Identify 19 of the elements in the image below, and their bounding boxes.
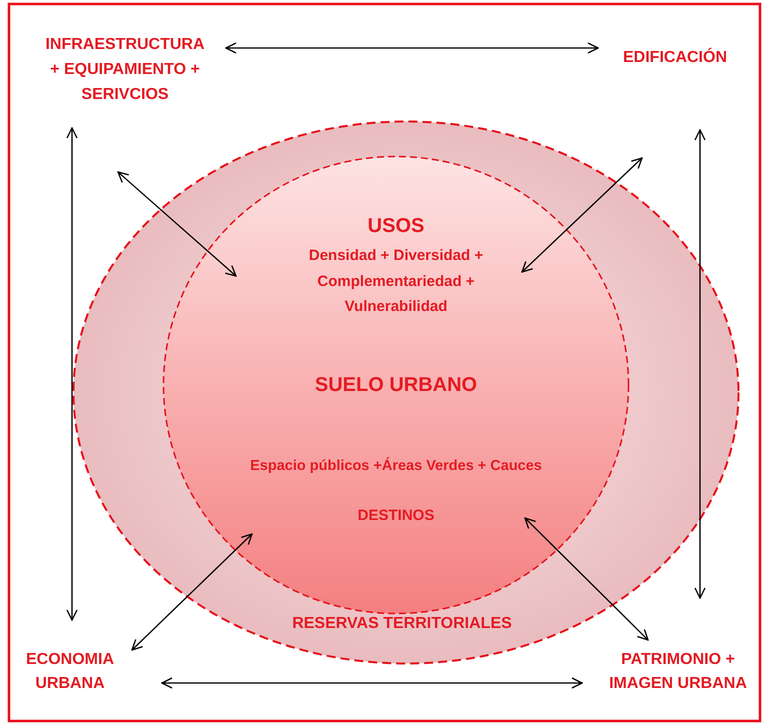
destinations-heading: DESTINOS (356, 506, 436, 526)
double-arrow (225, 42, 599, 54)
concept-label: ECONOMIA URBANA (25, 650, 115, 694)
double-arrow (161, 677, 583, 689)
double-arrow (117, 171, 237, 277)
double-arrow (694, 129, 706, 599)
double-arrow (524, 517, 649, 641)
urban-land-circle (162, 155, 630, 615)
center-heading: SUELO URBANO (314, 373, 478, 398)
heading: USOS (366, 214, 426, 239)
concept-label: EDIFICACIÓN (622, 48, 728, 68)
concept-label: PATRIMONIO + IMAGEN URBANA (608, 650, 748, 694)
double-arrow (66, 127, 78, 621)
public-space-text: Espacio públicos +Áreas Verdes + Cauces (249, 456, 543, 476)
double-arrow (521, 157, 643, 273)
uses-text: Densidad + Diversidad + Complementariedad + Vulnerabilidad (308, 246, 484, 317)
double-arrow (131, 533, 253, 651)
concept-label: INFRAESTRUCTURA + EQUIPAMIENTO + SERIVCIOS (44, 35, 206, 105)
ring-label: RESERVAS TERRITORIALES (291, 614, 513, 634)
